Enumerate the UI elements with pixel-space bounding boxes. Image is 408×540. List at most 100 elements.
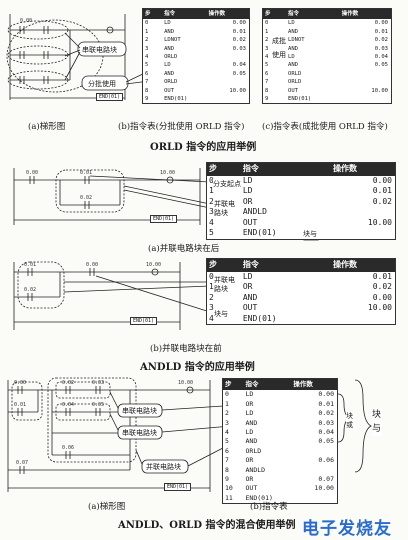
table-cell: 3 (225, 418, 229, 427)
table-cell: 3 (265, 45, 269, 52)
table-cell: 8 (225, 465, 229, 474)
table-cell: 0 (265, 20, 269, 27)
table-cell: 0.00 (374, 20, 388, 27)
table-cell: 5 (209, 228, 214, 237)
watermark-logo: 电子发烧友 (302, 519, 392, 539)
table-cell (207, 53, 249, 61)
table-cell: 5 (145, 62, 149, 69)
table-cell: 7 (145, 79, 149, 86)
table-cell (207, 78, 249, 86)
table-cell: 1 (145, 28, 149, 35)
fig1-batch-label: 成批使用 (272, 37, 286, 59)
fig2b-block-label: 块与 (214, 309, 228, 319)
table-cell: 8 (265, 87, 269, 94)
table-cell: LD (242, 186, 253, 195)
fig1-caption-c: (c)指令表(成批使用 ORLD 指令) (262, 122, 388, 132)
table-cell: LD (164, 20, 171, 27)
table-row: 0 LD 0.00 (263, 19, 391, 27)
fig2b-addr-3: 10.00 (146, 262, 162, 268)
table-cell: 0.02 (318, 409, 334, 418)
table-cell (291, 447, 337, 456)
table-cell: LDNOT (288, 37, 305, 44)
table-cell: 0.02 (232, 37, 246, 44)
table-cell: 2 (209, 196, 214, 206)
table-cell: AND (288, 62, 298, 69)
table-cell: OR (245, 399, 254, 408)
table-header-cell: 步 (145, 11, 151, 17)
table-cell: 4 (145, 53, 149, 60)
table-header-cell: 操作数 (333, 260, 358, 269)
table-cell (340, 78, 391, 86)
table-cell: AND (288, 45, 298, 52)
fig2-caption-b: (b)并联电路块在前 (150, 344, 222, 354)
table-header-cell: 指令 (245, 380, 259, 388)
table-cell: 0.02 (372, 196, 392, 206)
fig2-title: ANDLD 指令的应用举例 (140, 362, 255, 373)
table-cell: 1 (225, 399, 229, 408)
fig1-caption-a: (a)梯形图 (28, 122, 66, 132)
fig3-end-box: END(01) (164, 483, 192, 491)
table-cell: 0.02 (372, 282, 392, 291)
table-header-cell: 步 (209, 260, 217, 269)
table-cell: 3 (145, 45, 149, 52)
fig2a-addr-2: 0.02 (80, 195, 93, 201)
table-cell: AND (245, 418, 258, 427)
table-header-cell: 指令 (242, 164, 259, 173)
table-cell: 2 (145, 37, 149, 44)
fig3-addr-5: 0.05 (92, 402, 105, 408)
table-cell: 5 (265, 62, 269, 69)
table-cell: 0.05 (318, 437, 334, 446)
table-header: 步指令操作数 (207, 163, 395, 176)
table-cell (291, 494, 337, 503)
fig3-addr-6: 0.06 (62, 445, 75, 451)
table-header: 步指令操作数 (223, 379, 337, 391)
table-cell: OUT (245, 484, 258, 493)
table-cell: 2 (209, 292, 214, 302)
table-cell: OUT (242, 217, 258, 227)
table-cell: 4 (225, 427, 229, 436)
table-cell: ORLD (288, 79, 302, 86)
table-cell: ANDLD (245, 465, 266, 474)
fig3-title: ANDLD、ORLD 指令的混合使用举例 (118, 520, 296, 531)
table-cell: OR (242, 196, 253, 206)
fig2a-end-box: END(01) (150, 215, 178, 223)
table-cell: 6 (225, 446, 229, 455)
table-cell: ORLD (164, 79, 178, 86)
table-header: 步指令操作数 (207, 259, 395, 272)
fig2a-addr-3: 10.00 (160, 170, 176, 176)
table-cell: 0 (209, 175, 214, 185)
table-cell: 0.01 (372, 271, 392, 281)
table-cell: 0.02 (374, 37, 388, 44)
table-cell: LD (288, 20, 295, 27)
fig3-series-label-1: 串联电路块 (122, 406, 157, 416)
table-cell: LD (288, 53, 295, 60)
table-cell: 9 (145, 95, 149, 102)
fig3-parallel-label: 并联电路块 (146, 462, 181, 472)
table-cell: 9 (225, 474, 229, 483)
table-cell: 0.00 (372, 175, 392, 185)
table-cell: LD (245, 409, 254, 418)
table-cell: 7 (265, 79, 269, 86)
table-cell: LD (242, 175, 253, 185)
table-cell: 0 (209, 271, 214, 281)
fig2-caption-a: (a)并联电路块在后 (148, 244, 220, 254)
fig3-caption-b: (b)指令表 (250, 502, 288, 512)
table-cell: 0.00 (318, 390, 334, 399)
table-cell: AND (164, 70, 175, 77)
